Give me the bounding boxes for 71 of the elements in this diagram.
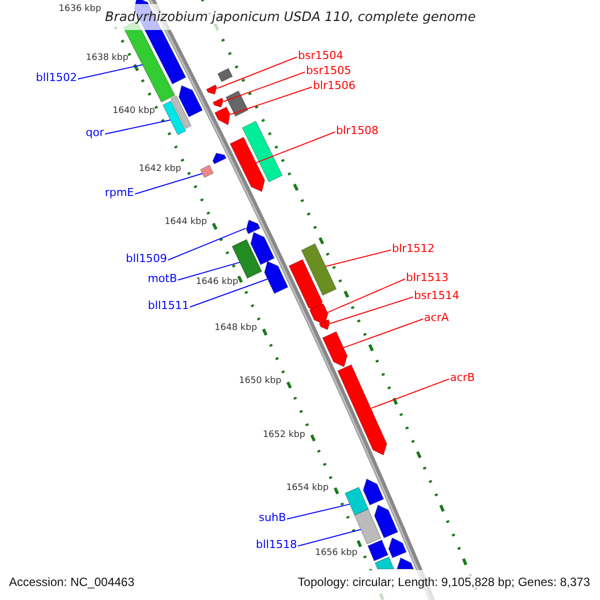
scale-label: 1652 kbp [262,430,306,440]
gene-feature [374,504,398,538]
leader-line [230,86,312,115]
scale-label: 1646 kbp [196,278,238,287]
gene-block [200,164,214,178]
diagram-title: Bradyrhizobium japonicum USDA 110, complete genome [105,11,476,24]
leader-line [216,56,298,89]
gene-feature [246,219,261,234]
gene-label: qor [86,127,104,138]
scale-label: 1654 kbp [286,484,329,493]
scale-label: 1650 kbp [238,377,282,386]
gene-feature [318,318,330,330]
scale-label: 1640 kbp [112,107,156,116]
gene-block [225,90,249,117]
leader-line [256,132,336,164]
gene-label: suhB [258,512,286,523]
gene-label: blr1513 [406,272,449,283]
leader-line [286,504,350,520]
gene-label: bsr1505 [306,65,352,76]
gene-feature [362,478,384,506]
leader-line [330,296,414,324]
gene-block [162,100,186,136]
gene-label: blr1506 [313,80,356,91]
gene-block [232,238,262,279]
gene-feature [337,364,388,456]
leader-line [190,278,268,308]
gene-label: motB [148,273,177,284]
leader-line [78,64,143,80]
gene-label: acrA [424,312,449,323]
gene-block [354,508,382,545]
gene-feature [388,537,407,558]
leader-line [343,318,424,348]
leader-line [178,262,240,280]
scale-label: 1638 kbp [86,54,128,64]
gene-feature [212,97,224,108]
gene-label: bll1502 [36,72,77,83]
scale-label: 1644 kbp [164,218,207,227]
scale-label: 1656 kbp [315,549,358,558]
gene-label: bsr1504 [298,50,344,61]
genome-info-text: Topology: circular; Length: 9,105,828 bp; Genes: 8,373 [298,576,590,588]
gene-label: rpmE [104,187,134,198]
gene-block [242,120,283,183]
gene-label: bll1511 [148,300,189,311]
gene-feature [230,136,266,192]
gene-label: blr1508 [336,125,379,136]
leader-line [325,250,392,267]
gene-label: bll1518 [256,539,297,550]
gene-feature [322,331,348,368]
gene-block [217,68,233,82]
gene-block [367,539,389,562]
gene-block [300,243,337,296]
gene-feature [212,152,227,164]
gene-label: bll1509 [126,253,167,264]
gene-feature [250,232,275,266]
scale-label: 1636 kbp [58,5,102,14]
leader-line [370,378,450,409]
scale-label: 1648 kbp [214,324,258,334]
gene-label: blr1512 [392,243,435,254]
gene-block [344,486,369,516]
scale-label: 1642 kbp [138,164,182,174]
gene-label: acrB [450,372,475,383]
leader-line [134,173,203,194]
gene-feature [178,85,203,118]
accession-text: Accession: NC_004463 [9,576,134,588]
leader-line [168,228,246,260]
gene-label: bsr1514 [414,290,460,301]
leader-line [298,529,362,546]
gene-feature [206,84,218,95]
gene-block [170,95,192,130]
leader-line [223,72,306,102]
leader-line [326,278,406,314]
